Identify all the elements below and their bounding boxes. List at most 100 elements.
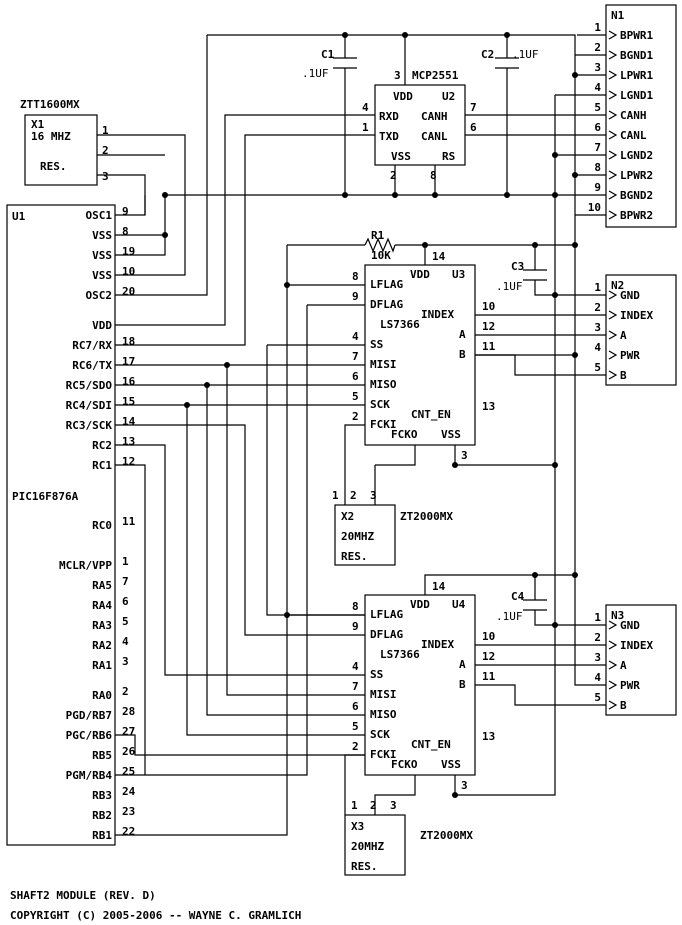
x2-ref: X2: [341, 510, 354, 523]
n1-pin-label: BPWR1: [620, 29, 653, 42]
u4-pin-vdd: 14: [432, 580, 446, 593]
u2-pin-rxd: 4: [362, 101, 369, 114]
x2-freq: 20MHZ: [341, 530, 374, 543]
capacitor-c4: [523, 599, 547, 611]
x2-part: ZT2000MX: [400, 510, 453, 523]
u3-pin-sck: 5: [352, 390, 359, 403]
u4-lflag: LFLAG: [370, 608, 403, 621]
x2-pin-2: 2: [350, 489, 357, 502]
u1-pin-number: 22: [122, 825, 135, 838]
u4-misi: MISI: [370, 688, 397, 701]
u4-pin-lflag: 8: [352, 600, 359, 613]
n3-pin-arrow: [608, 680, 618, 690]
u4-pin-miso: 6: [352, 700, 359, 713]
n2-pin-label: GND: [620, 289, 640, 302]
n3-box: [605, 604, 677, 716]
x3-pin-1: 1: [351, 799, 358, 812]
u1-pin-number: 20: [122, 285, 135, 298]
n1-pin-arrow: [608, 50, 618, 60]
n1-pin-arrow: [608, 30, 618, 40]
u1-pin-label: RC3/SCK: [66, 419, 113, 432]
n1-pins: 1BPWR12BGND13LPWR14LGND15CANH6CANL7LGND2…: [588, 9, 654, 222]
connector-arrows: [608, 30, 618, 710]
u1-pin-label: VSS: [92, 249, 112, 262]
u1-pin-label: PGC/RB6: [66, 729, 113, 742]
n1-pin-arrow: [608, 110, 618, 120]
u1-pin-label: RB0: [92, 0, 112, 3]
n3-pin-arrow: [608, 700, 618, 710]
n1-pin-arrow: [608, 130, 618, 140]
u3-pin-b: 11: [482, 340, 496, 353]
u2-rxd: RXD: [379, 110, 399, 123]
u3-index: INDEX: [421, 308, 454, 321]
u3-pin-a: 12: [482, 320, 495, 333]
u2-pin-rs: 8: [430, 169, 437, 182]
r1-value: 10K: [371, 249, 391, 262]
u4-b: B: [459, 678, 466, 691]
n1-pin-arrow: [608, 90, 618, 100]
capacitor-c2: [495, 57, 519, 69]
x3-ref: X3: [351, 820, 364, 833]
u1-box: [6, 204, 116, 846]
n3-pin-label: A: [620, 659, 627, 672]
u2-part: MCP2551: [412, 69, 459, 82]
u4-miso: MISO: [370, 708, 397, 721]
u2-pin-vdd: 3: [394, 69, 401, 82]
u1-pin-label: RB2: [92, 809, 112, 822]
n2-pin-arrow: [608, 370, 618, 380]
n1-pin-label: LGND1: [620, 89, 653, 102]
capacitor-c1: [333, 57, 357, 69]
n1-pin-label: BGND2: [620, 189, 653, 202]
u1-pin-label: MCLR/VPP: [59, 559, 112, 572]
x1-pin-3: 3: [102, 170, 109, 183]
n2-pin-label: INDEX: [620, 309, 653, 322]
junctions: [162, 32, 578, 798]
u1-pin-number: 9: [122, 205, 129, 218]
u1-pin-label: RC6/TX: [72, 359, 112, 372]
x3-res: RES.: [351, 860, 378, 873]
u3-pin-dflag: 9: [352, 290, 359, 303]
n3-pin-number: 5: [594, 691, 601, 704]
u2-ref: U2: [442, 90, 455, 103]
u1-pin-label: RA0: [92, 689, 112, 702]
u4-cnt-en: CNT_EN: [411, 738, 451, 751]
u1-pin-number: 5: [122, 615, 129, 628]
u1-pin-number: 21: [122, 0, 136, 3]
n3-pin-number: 4: [594, 671, 601, 684]
u2-pin-canl: 6: [470, 121, 477, 134]
n2-pin-arrow: [608, 350, 618, 360]
n2-pin-number: 1: [594, 281, 601, 294]
n1-pin-number: 4: [594, 81, 601, 94]
n1-pin-arrow: [608, 170, 618, 180]
n2-pin-arrow: [608, 290, 618, 300]
u3-ref: U3: [452, 268, 465, 281]
n1-pin-number: 10: [588, 201, 601, 214]
footer-title: SHAFT2 MODULE (REV. D): [10, 889, 156, 902]
u1-pin-number: 3: [122, 655, 129, 668]
n1-pin-label: LPWR2: [620, 169, 653, 182]
u1-pin-number: 25: [122, 765, 135, 778]
x3-box: [344, 814, 406, 876]
c2-value: .1UF: [512, 48, 539, 61]
u3-fcko: FCKO: [391, 428, 418, 441]
u1-pin-number: 23: [122, 805, 135, 818]
u1-pin-number: 2: [122, 685, 129, 698]
n1-pin-number: 7: [594, 141, 601, 154]
u1-pin-label: RC1: [92, 459, 112, 472]
x1-pin-2: 2: [102, 144, 109, 157]
u3-sck: SCK: [370, 398, 390, 411]
n2-pin-number: 3: [594, 321, 601, 334]
n1-pin-label: CANL: [620, 129, 647, 142]
u1-pin-number: 19: [122, 245, 135, 258]
n3-pin-arrow: [608, 640, 618, 650]
x2-res: RES.: [341, 550, 368, 563]
n2-pin-number: 5: [594, 361, 601, 374]
u3-lflag: LFLAG: [370, 278, 403, 291]
u3-pin-fcki: 2: [352, 410, 359, 423]
n1-pin-label: LGND2: [620, 149, 653, 162]
n2-pin-label: PWR: [620, 349, 640, 362]
u1-pin-number: 13: [122, 435, 135, 448]
u3-vss: VSS: [441, 428, 461, 441]
u4-a: A: [459, 658, 466, 671]
c4-ref: C4: [511, 590, 525, 603]
